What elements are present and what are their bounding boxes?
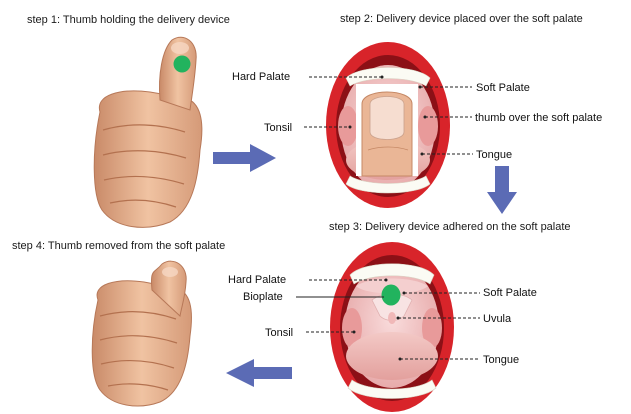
arrow-left — [226, 359, 292, 387]
mouth-bottom-illustration — [330, 242, 454, 412]
label-tongue-top: Tongue — [476, 149, 512, 161]
hand-without-device-illustration — [92, 261, 191, 406]
label-hard-palate-top: Hard Palate — [232, 71, 290, 83]
delivery-device-dot — [174, 56, 191, 73]
label-tonsil-bottom: Tonsil — [265, 327, 293, 339]
label-thumb-over-soft-palate: thumb over the soft palate — [475, 112, 602, 124]
label-tongue-bottom: Tongue — [483, 354, 519, 366]
mouth-top-illustration — [326, 42, 450, 208]
label-tonsil-top: Tonsil — [264, 122, 292, 134]
label-uvula: Uvula — [483, 313, 512, 325]
arrow-right — [213, 144, 276, 172]
label-bioplate: Bioplate — [243, 291, 283, 303]
label-hard-palate-bottom: Hard Palate — [228, 274, 286, 286]
hand-with-device-illustration — [94, 37, 202, 227]
label-soft-palate-top: Soft Palate — [476, 82, 530, 94]
bioplate-device — [382, 285, 401, 306]
label-soft-palate-bottom: Soft Palate — [483, 287, 537, 299]
arrow-down — [487, 166, 517, 214]
